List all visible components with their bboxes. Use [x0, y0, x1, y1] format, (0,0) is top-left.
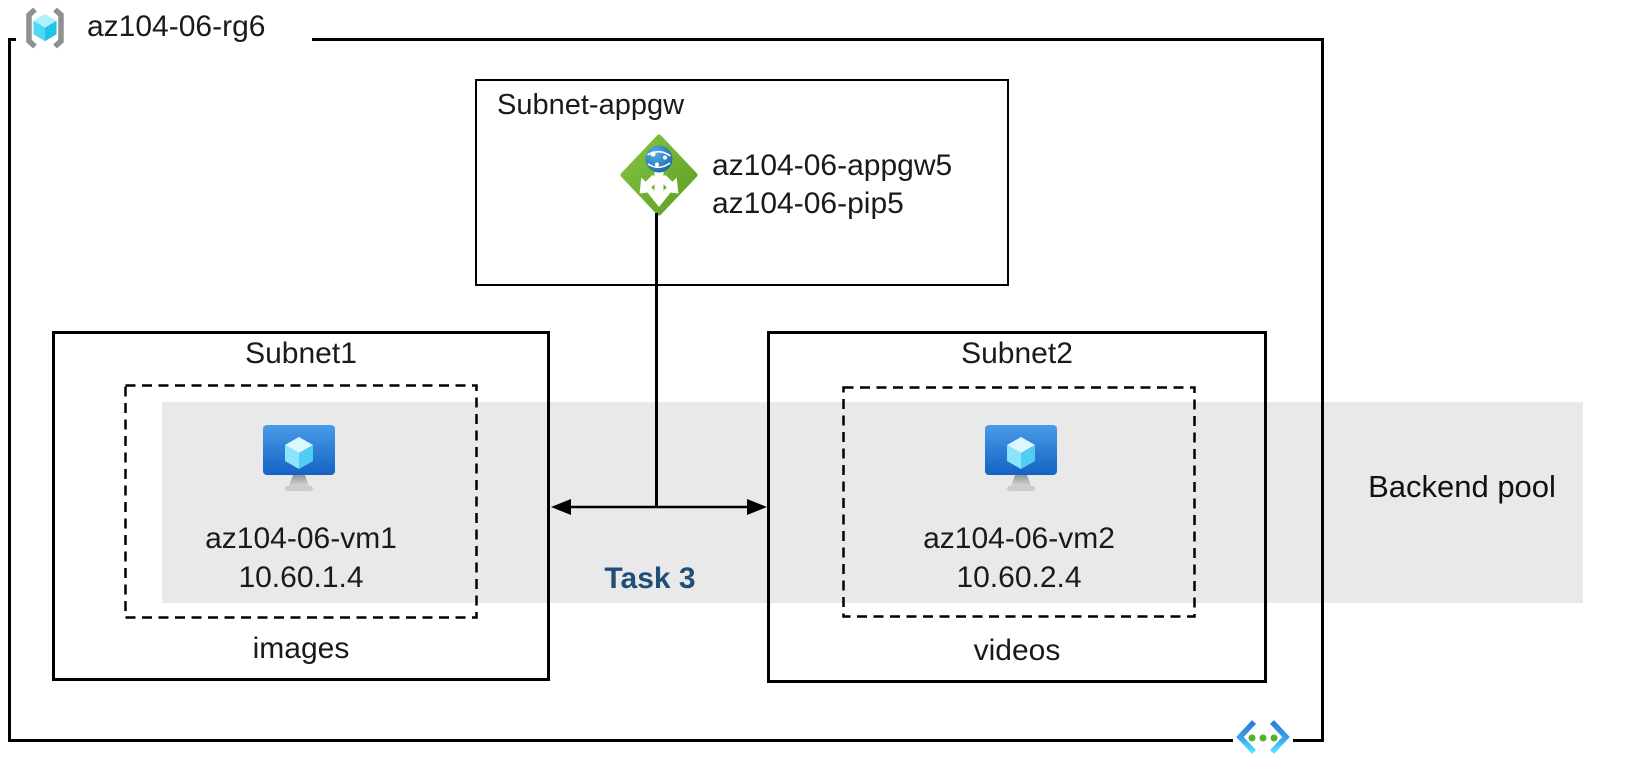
virtual-machine-icon	[263, 425, 335, 491]
vm2-name-label: az104-06-vm2	[923, 522, 1115, 555]
public-ip-name-label: az104-06-pip5	[712, 187, 904, 220]
backend-pool-label: Backend pool	[1368, 469, 1556, 504]
subnet2-title: Subnet2	[961, 337, 1073, 370]
subnet2-box	[767, 331, 1267, 683]
task-label: Task 3	[604, 562, 696, 595]
subnet1-box	[52, 331, 550, 681]
subnet-appgw-box	[475, 79, 1009, 286]
subnet1-title: Subnet1	[245, 337, 357, 370]
appgw-name-label: az104-06-appgw5	[712, 149, 953, 182]
connector-double-arrow	[551, 499, 767, 515]
application-gateway-icon	[620, 134, 698, 216]
resource-group-border-gap	[16, 35, 312, 44]
vm1-ip-label: 10.60.1.4	[238, 561, 364, 594]
virtual-machine-icon	[985, 425, 1057, 491]
resource-group-icon	[26, 7, 64, 49]
vm2-ip-label: 10.60.2.4	[956, 561, 1082, 594]
vm1-name-label: az104-06-vm1	[205, 522, 397, 555]
resource-group-label: az104-06-rg6	[87, 10, 266, 43]
subnet2-caption: videos	[973, 634, 1061, 667]
subnet1-caption: images	[252, 632, 350, 665]
connector-vertical-line	[655, 213, 658, 507]
resource-group-box	[8, 38, 1324, 742]
virtual-network-icon	[1233, 716, 1293, 758]
subnet-appgw-title: Subnet-appgw	[497, 89, 685, 121]
